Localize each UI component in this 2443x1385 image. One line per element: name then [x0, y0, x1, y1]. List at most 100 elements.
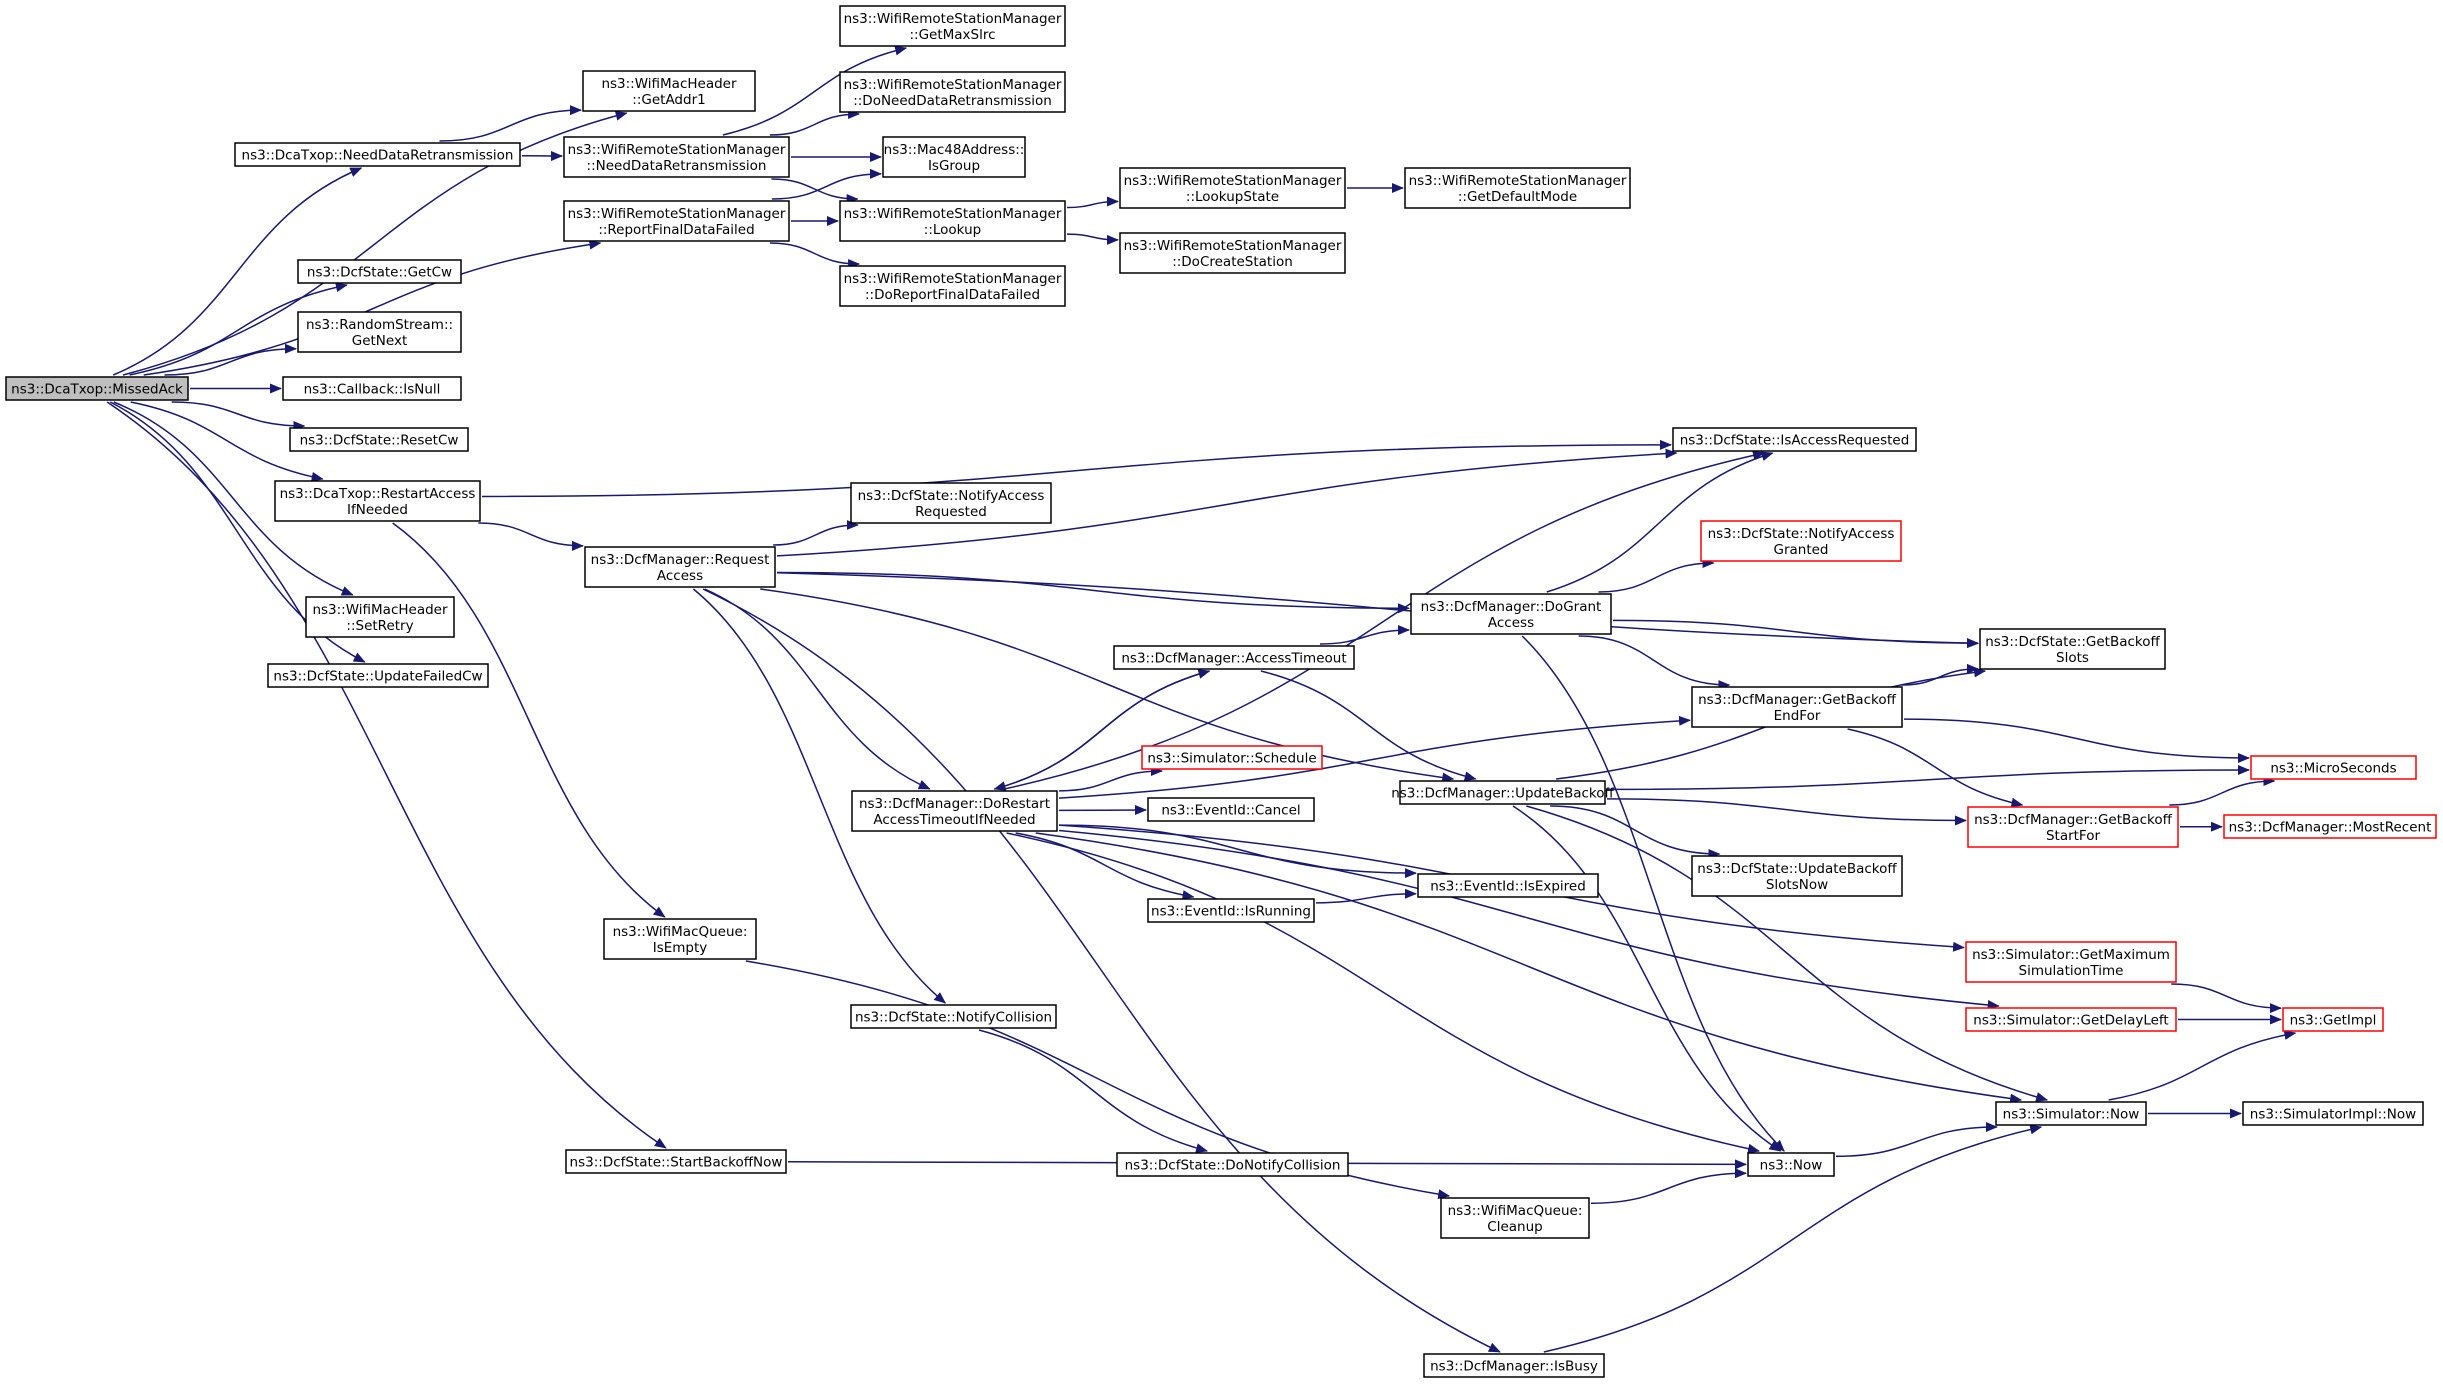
node-simnow[interactable]: ns3::Simulator::Now	[1995, 1101, 2147, 1126]
node-box	[851, 790, 1058, 832]
node-now[interactable]: ns3::Now	[1747, 1152, 1835, 1177]
node-label: ns3::DcfManager::GetBackoff	[1974, 812, 2172, 828]
node-mostrecent[interactable]: ns3::DcfManager::MostRecent	[2223, 814, 2437, 839]
node-dorestart[interactable]: ns3::DcfManager::DoRestartAccessTimeoutI…	[851, 790, 1058, 832]
node-label: ::ReportFinalDataFailed	[598, 222, 754, 238]
edge-lookup-to-lookupstate	[1066, 196, 1119, 209]
node-label: ns3::WifiRemoteStationManager	[1409, 173, 1627, 189]
node-startbackoffnow[interactable]: ns3::DcfState::StartBackoffNow	[565, 1149, 787, 1174]
node-docreatestation[interactable]: ns3::WifiRemoteStationManager::DoCreateS…	[1119, 232, 1346, 274]
node-label: ns3::DcfManager::Request	[591, 552, 770, 568]
node-box	[267, 663, 489, 688]
node-getnext[interactable]: ns3::RandomStream::GetNext	[297, 311, 462, 353]
edge-getbackoffstartfor-to-microseconds	[2169, 776, 2276, 806]
node-getmaxslrc[interactable]: ns3::WifiRemoteStationManager::GetMaxSlr…	[839, 5, 1066, 47]
node-resetcw[interactable]: ns3::DcfState::ResetCw	[289, 427, 469, 452]
edge-requestaccess-to-isaccessreq	[776, 448, 1678, 557]
edge-missedack-to-startbackoffnow	[106, 401, 667, 1149]
node-label: ns3::WifiRemoteStationManager	[844, 271, 1062, 287]
edge-missedack-to-setretry	[113, 401, 354, 596]
node-box	[274, 480, 481, 522]
edge-isbusy-to-simnow	[1543, 1124, 2043, 1353]
node-label: ns3::EventId::IsRunning	[1151, 904, 1311, 920]
node-isexpired[interactable]: ns3::EventId::IsExpired	[1417, 873, 1599, 898]
node-getdefaultmode[interactable]: ns3::WifiRemoteStationManager::GetDefaul…	[1404, 167, 1631, 209]
nodes-layer: ns3::DcaTxop::MissedAckns3::WifiMacHeade…	[5, 5, 2437, 1378]
edge-restartaccess-to-requestaccess	[478, 522, 584, 551]
node-isgroup[interactable]: ns3::Mac48Address::IsGroup	[882, 136, 1026, 178]
node-setretry[interactable]: ns3::WifiMacHeader::SetRetry	[305, 596, 455, 638]
node-label: ns3::DcfManager::MostRecent	[2229, 820, 2432, 836]
edge-accesstimeout-to-updatebackoff	[1260, 670, 1477, 782]
node-simimplnow[interactable]: ns3::SimulatorImpl::Now	[2242, 1101, 2424, 1126]
node-box	[1119, 232, 1346, 274]
node-cleanup[interactable]: ns3::WifiMacQueue:Cleanup	[1440, 1197, 1590, 1239]
node-donotifycollision[interactable]: ns3::DcfState::DoNotifyCollision	[1116, 1152, 1349, 1177]
node-label: ns3::DcfState::UpdateBackoff	[1697, 861, 1897, 877]
node-lookup[interactable]: ns3::WifiRemoteStationManager::Lookup	[839, 200, 1066, 242]
edge-missedack-to-reportfinal	[143, 239, 602, 376]
node-getdelayleft[interactable]: ns3::Simulator::GetDelayLeft	[1965, 1007, 2177, 1032]
node-isnull[interactable]: ns3::Callback::IsNull	[282, 376, 462, 401]
edge-wrsm_needdata-to-getmaxslrc	[722, 45, 908, 136]
node-getaddr1[interactable]: ns3::WifiMacHeader::GetAddr1	[582, 70, 756, 112]
node-reportfinal[interactable]: ns3::WifiRemoteStationManager::ReportFin…	[563, 200, 790, 242]
node-isaccessreq[interactable]: ns3::DcfState::IsAccessRequested	[1672, 427, 1917, 452]
node-label: ns3::Simulator::Schedule	[1147, 751, 1316, 767]
node-label: ns3::DcfState::DoNotifyCollision	[1125, 1158, 1341, 1174]
node-wrsm_needdata[interactable]: ns3::WifiRemoteStationManager::NeedDataR…	[563, 136, 790, 178]
node-microseconds[interactable]: ns3::MicroSeconds	[2250, 755, 2417, 780]
edge-lookup-to-docreatestation	[1066, 233, 1119, 245]
node-missedack[interactable]: ns3::DcaTxop::MissedAck	[5, 376, 189, 401]
node-dca_needdata[interactable]: ns3::DcaTxop::NeedDataRetransmission	[234, 142, 521, 167]
node-doneeddata[interactable]: ns3::WifiRemoteStationManager::DoNeedDat…	[839, 71, 1066, 113]
node-label: SimulationTime	[2019, 963, 2124, 979]
node-accesstimeout[interactable]: ns3::DcfManager::AccessTimeout	[1113, 645, 1355, 670]
node-lookupstate[interactable]: ns3::WifiRemoteStationManager::LookupSta…	[1119, 167, 1346, 209]
node-box	[1399, 780, 1606, 805]
node-label: ::DoNeedDataRetransmission	[853, 93, 1052, 109]
node-box	[234, 142, 521, 167]
node-label: ::SetRetry	[346, 618, 413, 634]
edge-requestaccess-to-dogrant	[776, 571, 1410, 614]
node-label: ns3::DcfManager::UpdateBackoff	[1391, 786, 1614, 802]
edge-requestaccess-to-notifycollision	[692, 588, 947, 1004]
node-isbusy[interactable]: ns3::DcfManager::IsBusy	[1423, 1353, 1605, 1378]
node-box	[2223, 814, 2437, 839]
node-label: ns3::Callback::IsNull	[304, 382, 441, 398]
node-box	[1417, 873, 1599, 898]
node-label: ns3::DcfState::GetBackoff	[1985, 634, 2160, 650]
node-label: Slots	[2056, 650, 2089, 666]
node-doreportfinal[interactable]: ns3::WifiRemoteStationManager::DoReportF…	[839, 265, 1066, 307]
node-isrunning[interactable]: ns3::EventId::IsRunning	[1147, 898, 1315, 923]
node-notifycollision[interactable]: ns3::DcfState::NotifyCollision	[850, 1004, 1057, 1029]
node-label: ns3::MicroSeconds	[2270, 761, 2396, 777]
node-updatebackoff[interactable]: ns3::DcfManager::UpdateBackoff	[1391, 780, 1615, 805]
node-label: ns3::WifiRemoteStationManager	[1124, 173, 1342, 189]
node-box	[1691, 855, 1903, 897]
node-label: ns3::EventId::IsExpired	[1430, 879, 1586, 895]
node-label: ns3::EventId::Cancel	[1161, 803, 1300, 819]
node-updatefailedcw[interactable]: ns3::DcfState::UpdateFailedCw	[267, 663, 489, 688]
edge-dorestart-to-simnow	[1035, 832, 2023, 1104]
edge-getbackoffendfor-to-getbackoffstartfor	[1847, 728, 2024, 808]
node-cancel[interactable]: ns3::EventId::Cancel	[1147, 797, 1315, 822]
node-isempty[interactable]: ns3::WifiMacQueue:IsEmpty	[603, 918, 757, 960]
node-getimpl[interactable]: ns3::GetImpl	[2282, 1007, 2384, 1032]
node-label: ::Lookup	[924, 222, 981, 238]
node-box	[1116, 1152, 1349, 1177]
node-getcw[interactable]: ns3::DcfState::GetCw	[297, 259, 462, 284]
node-label: ns3::DcfManager::IsBusy	[1430, 1359, 1598, 1375]
node-schedule[interactable]: ns3::Simulator::Schedule	[1141, 745, 1323, 770]
edge-cleanup-to-now	[1590, 1168, 1747, 1205]
